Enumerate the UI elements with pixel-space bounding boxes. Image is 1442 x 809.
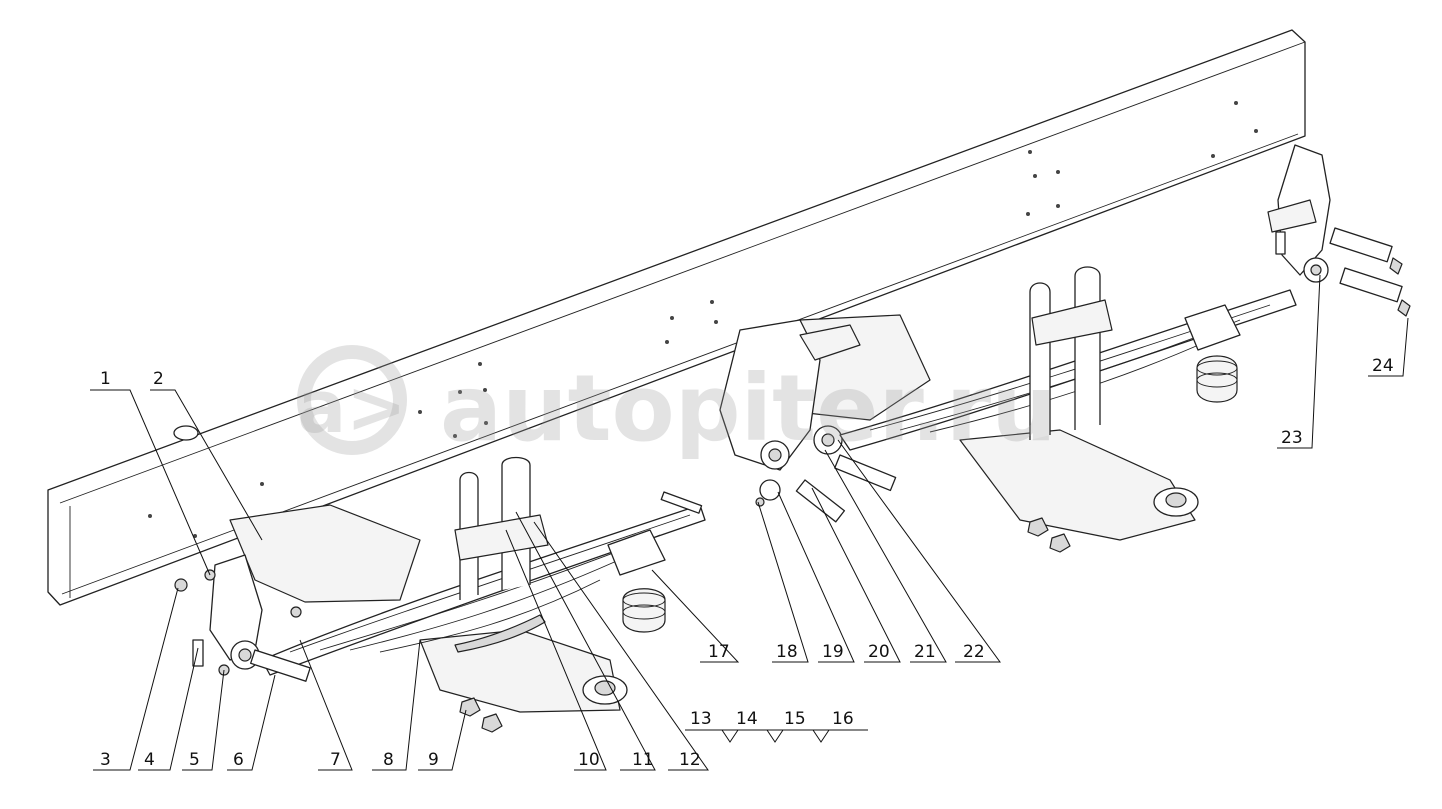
center-balance-bracket	[660, 319, 897, 523]
washer-3	[174, 578, 188, 592]
callout-11: 11	[632, 750, 654, 770]
callout-24: 24	[1372, 356, 1394, 376]
callout-7: 7	[330, 750, 341, 770]
rear-spring-bracket	[1267, 144, 1411, 317]
front-spring-bracket	[174, 554, 311, 682]
rear-bump-stop	[1184, 304, 1241, 403]
watermark: a> autopiter.ru	[297, 345, 1057, 462]
callout-leaders	[90, 274, 1409, 771]
shackle-pin-20	[795, 479, 846, 523]
front-u-bolts	[454, 456, 549, 733]
rear-pin-upper	[1329, 227, 1393, 263]
bolt-4	[192, 639, 204, 667]
callout-15: 15	[784, 709, 806, 729]
callout-12: 12	[679, 750, 701, 770]
callout-5: 5	[189, 750, 200, 770]
callout-21: 21	[914, 642, 936, 662]
front-bump-stop	[607, 529, 666, 633]
callout-8: 8	[383, 750, 394, 770]
callout-19: 19	[822, 642, 844, 662]
rear-pin-lower	[1339, 267, 1403, 303]
callout-10: 10	[578, 750, 600, 770]
callout-20: 20	[868, 642, 890, 662]
grease-fitting-24	[1397, 299, 1411, 317]
rear-nut-1	[1027, 517, 1049, 537]
callout-14: 14	[736, 709, 758, 729]
callout-labels: 1 2 3 4 5 6 7 8 9 10 11 12 13 14 15 16 1…	[100, 356, 1394, 770]
spring-pin	[250, 649, 311, 682]
rear-nut-2	[1049, 533, 1071, 553]
frame-tow-hook	[173, 425, 199, 441]
callout-23: 23	[1281, 428, 1303, 448]
nut-left-2	[481, 713, 503, 733]
callout-16: 16	[832, 709, 854, 729]
callout-2: 2	[153, 369, 164, 389]
nut-left-1	[459, 697, 481, 717]
callout-1: 1	[100, 369, 111, 389]
callout-4: 4	[144, 750, 155, 770]
watermark-symbol: a>	[298, 365, 407, 449]
callout-6: 6	[233, 750, 244, 770]
shackle-pin-21	[834, 454, 897, 492]
callout-18: 18	[776, 642, 798, 662]
rear-u-bolts	[1027, 266, 1113, 553]
watermark-text: autopiter.ru	[440, 355, 1057, 462]
front-leaf-spring	[261, 504, 706, 676]
callout-13: 13	[690, 709, 712, 729]
callout-9: 9	[428, 750, 439, 770]
frame-mount-holes	[148, 101, 1258, 538]
callout-17: 17	[708, 642, 730, 662]
callout-3: 3	[100, 750, 111, 770]
callout-22: 22	[963, 642, 985, 662]
axle-housing	[229, 314, 1199, 713]
